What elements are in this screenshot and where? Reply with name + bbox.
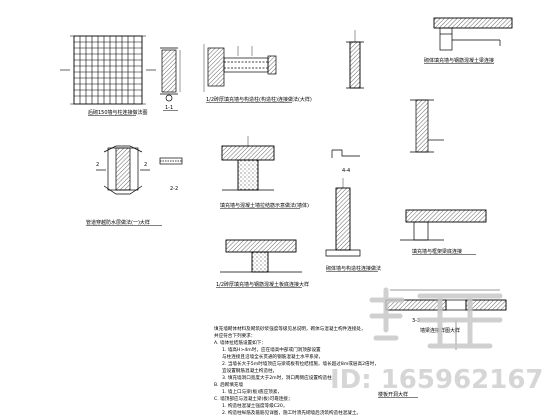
note-line: 2. 当墙长大于5m时墙顶应与梁或板有拉结措施，墙长超过8m或层高2倍时， bbox=[222, 360, 379, 367]
detail-slab-right bbox=[400, 209, 487, 241]
detail-2-marker-left: 2 bbox=[96, 162, 99, 168]
detail-2-2-label: 2-2 bbox=[170, 186, 178, 192]
detail11-caption: 填充墙与框架梁底连接 bbox=[412, 248, 462, 255]
detail-beam-slab-top-right bbox=[433, 17, 513, 51]
note-line: 填充墙砌体材料及砌筑砂浆强度等级见总说明，砌体与混凝土构件连接处， bbox=[214, 325, 366, 332]
detail6-caption: 填充墙与混凝土墙拉结筋示意做法(墙体) bbox=[220, 202, 309, 209]
detail1-caption: 后砌150墙与柱连接做法图 bbox=[88, 109, 148, 116]
general-notes: 填充墙砌体材料及砌筑砂浆强度等级见总说明，砌体与混凝土构件连接处， 并应符合下列… bbox=[214, 325, 379, 416]
detail-mesh-grid bbox=[60, 35, 156, 105]
note-line: 2. 构造柱纵筋及箍筋见详图，施工时须先砌墙后浇筑构造柱混凝土。 bbox=[222, 409, 361, 416]
detail-pipe-waterproof bbox=[96, 145, 150, 195]
detail4-caption: 管道穿越防水层做法(一)大样 bbox=[86, 219, 150, 226]
detail-wall-vertical bbox=[346, 30, 364, 89]
detail9-caption: 1/2砖厚填充墙与钢筋混凝土板底连接大样 bbox=[216, 281, 309, 288]
detail-2-marker-right: 2 bbox=[144, 162, 147, 168]
detail-3-3-label: 3-3 bbox=[412, 318, 420, 324]
note-line: 宜设置钢筋混凝土构造柱， bbox=[222, 367, 277, 374]
detail-column-footing bbox=[325, 178, 361, 257]
note-line: C. 墙顶部应与混凝土梁(板)可靠连接； bbox=[214, 395, 293, 402]
watermark-logo bbox=[369, 287, 503, 349]
detail10-caption: 砌体墙与构造柱连接做法 bbox=[326, 265, 381, 272]
detail12-caption: 砌体填充墙与钢筋混凝土梁连接 bbox=[424, 57, 494, 64]
note-line: 1. 构造柱混凝土强度等级C20， bbox=[222, 402, 287, 409]
detail-section-2-2 bbox=[159, 157, 183, 165]
detail-beam-bottom-center bbox=[220, 239, 302, 273]
note-line: 并应符合下列要求： bbox=[214, 332, 255, 339]
detail-4-4-label: 4-4 bbox=[342, 168, 350, 174]
detail-wall-hatched bbox=[221, 136, 275, 191]
detail-1-1-label: 1-1 bbox=[165, 105, 173, 111]
detail14-caption: 楼板开洞大样 bbox=[378, 391, 408, 398]
note-line: 与柱连接且沿墙全长贯通的钢筋混凝土水平系梁， bbox=[222, 353, 323, 360]
detail-section-4-4 bbox=[331, 149, 360, 158]
watermark: ID: 165962167 bbox=[330, 287, 544, 395]
note-line: 1. 墙高H>4m时，应在墙高中部或门洞顶部设置 bbox=[222, 346, 321, 353]
detail2-caption: 1/2砖厚填充墙与构造柱(构造柱)连接做法(大样) bbox=[206, 96, 312, 103]
note-line: A. 墙体拉结筋设置如下： bbox=[214, 339, 266, 346]
detail-right-column bbox=[410, 99, 444, 153]
watermark-id: ID: 165962167 bbox=[330, 365, 544, 395]
detail-small-section-1-1 bbox=[160, 47, 181, 102]
note-line: 1. 墙上口与梁(板)底应顶紧， bbox=[222, 388, 282, 395]
detail-wall-column-connection bbox=[203, 44, 277, 92]
note-line: B. 后砌填充墙 bbox=[214, 381, 243, 388]
note-line: 3. 填充墙洞口宽度大于2m时，洞口两侧应设置构造柱； bbox=[222, 374, 336, 381]
